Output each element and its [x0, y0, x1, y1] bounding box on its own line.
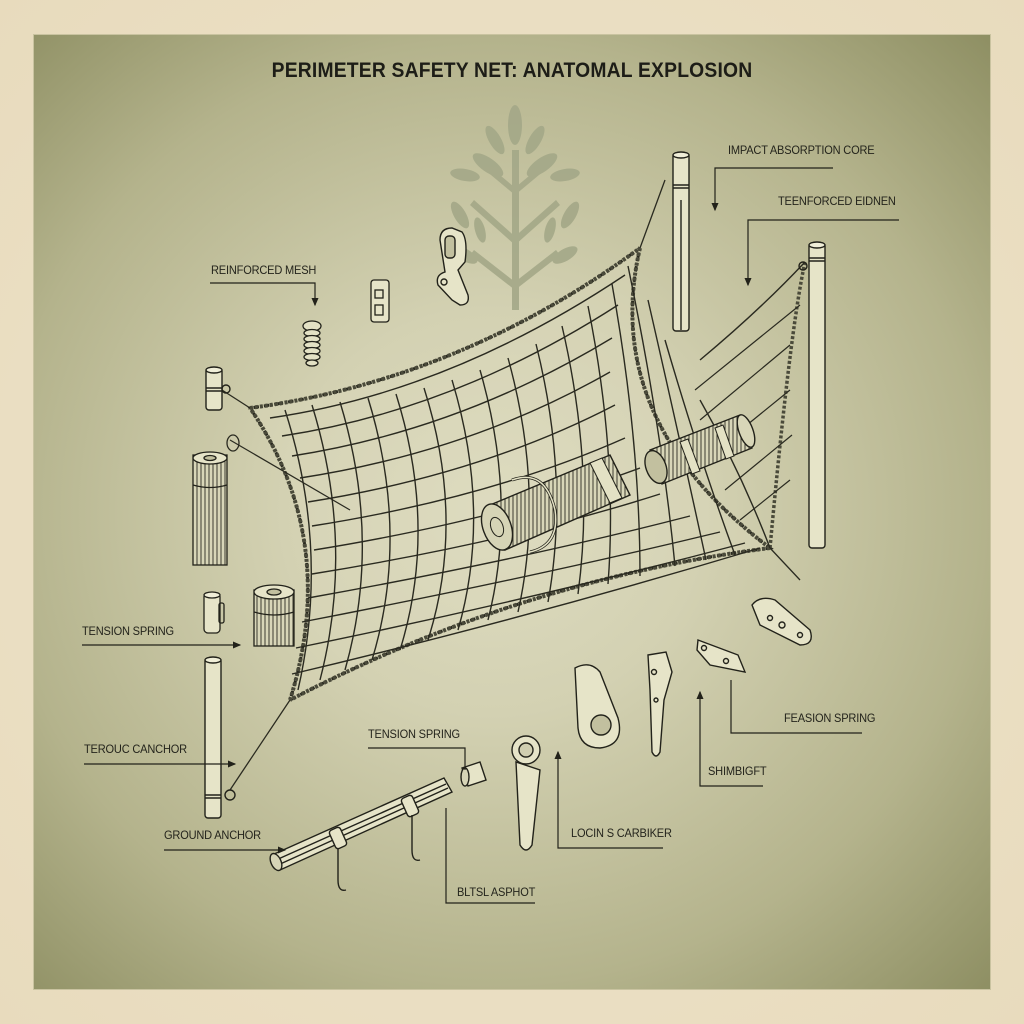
bristle-collar — [253, 584, 295, 647]
ground-rail — [269, 777, 453, 872]
label-locins-carbiker: LOCIN S CARBIKER — [571, 826, 672, 840]
label-reinforced-mesh: REINFORCED MESH — [211, 263, 317, 277]
left-tall-post — [204, 656, 236, 819]
small-coupler — [203, 591, 225, 634]
label-ground-anchor: GROUND ANCHOR — [164, 828, 261, 842]
label-tension-spring-bottom: TENSION SPRING — [368, 727, 460, 741]
link-plate-large — [751, 597, 812, 646]
label-impact-absorption-core: IMPACT ABSORPTION CORE — [728, 143, 875, 157]
leader-lines — [82, 167, 899, 904]
label-bltsl-asphot: BLTSL ASPHOT — [457, 885, 536, 899]
label-tension-spring-left: TENSION SPRING — [82, 624, 174, 638]
rail-hooks — [328, 794, 421, 891]
left-short-post — [205, 366, 231, 411]
bristle-bundle — [192, 451, 228, 566]
label-terouc-canchor: TEROUC CANCHOR — [84, 742, 187, 756]
coil-spring — [302, 320, 322, 367]
diagram-panel: PERIMETER SAFETY NET: ANATOMAL EXPLOSION — [34, 35, 990, 989]
link-plate-small — [696, 639, 747, 673]
diagram-title: PERIMETER SAFETY NET: ANATOMAL EXPLOSION — [271, 59, 753, 82]
label-shimbigt: SHIMBIGFT — [708, 764, 767, 778]
label-reinforced-eidnen: TEENFORCED EIDNEN — [778, 194, 896, 208]
exploded-diagram — [82, 105, 899, 904]
right-top-post — [672, 151, 690, 332]
id-tag-plate — [370, 279, 390, 323]
tree-emblem — [450, 105, 580, 310]
pivot-arm — [574, 664, 621, 749]
right-tall-post — [798, 241, 826, 549]
clamp-hook — [436, 227, 470, 306]
sleeve-bushing — [460, 761, 487, 787]
impact-absorption-core — [480, 414, 756, 554]
slotted-arm — [647, 651, 673, 757]
label-feasion-spring: FEASION SPRING — [784, 711, 876, 725]
eye-latch — [511, 735, 541, 851]
